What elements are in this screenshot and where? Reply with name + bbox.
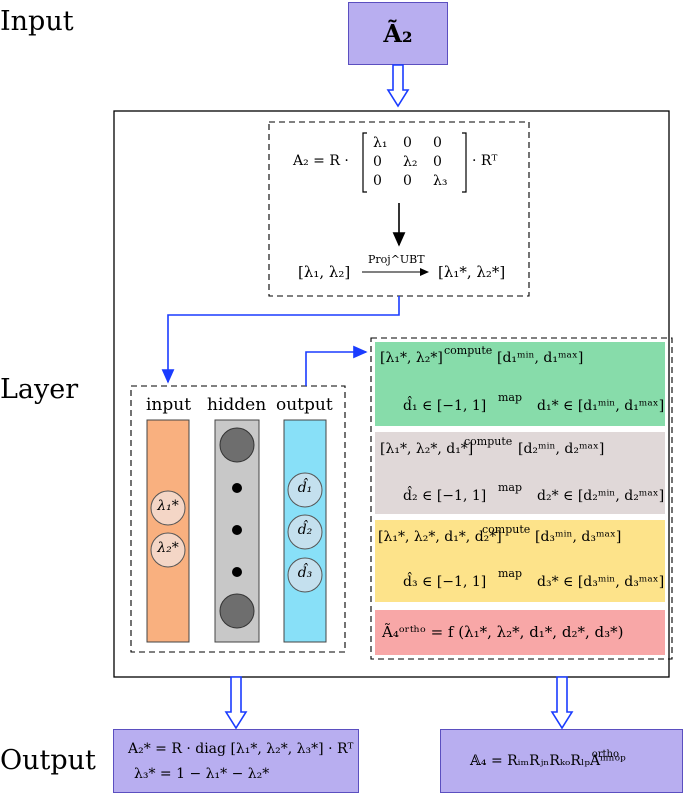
ortho-formula: Ã₄ᵒʳᵗʰᵒ = f (λ₁*, λ₂*, d₁*, d₂*, d₃*) (382, 623, 624, 641)
output-side-label: Output (0, 745, 96, 776)
input-neuron-1-label: λ₁* (157, 498, 179, 514)
blue-arrow-to-input (161, 296, 400, 384)
step1-line1-left: [λ₁*, λ₂*] (380, 350, 443, 366)
step3-line1-right: [d₃ᵐⁱⁿ, d₃ᵐᵃˣ] (535, 529, 622, 545)
network-output-title: output (276, 395, 333, 415)
layer-frame (113, 110, 670, 678)
step2-line2-op: map (498, 481, 523, 494)
network-input-title: input (146, 395, 192, 415)
output-right-sup: ortho (591, 748, 619, 760)
output-neuron-2 (287, 514, 323, 550)
matrix-cell: λ₁ (373, 135, 388, 151)
decomposition-rhs: · Rᵀ (472, 153, 498, 169)
step-1-panel (375, 342, 665, 426)
matrix-left-bracket (362, 132, 367, 193)
hollow-arrow-top (386, 64, 410, 108)
output-neuron-3 (287, 557, 323, 593)
step2-line1-right: [d₂ᵐⁱⁿ, d₂ᵐᵃˣ] (518, 441, 605, 457)
step3-line1-left: [λ₁*, λ₂*, d₁*, d₂*] (378, 529, 502, 545)
step1-line2-right: d₁* ∈ [d₁ᵐⁱⁿ, d₁ᵐᵃˣ] (537, 398, 665, 414)
input-neuron-2 (150, 532, 186, 568)
hidden-dot-3 (232, 567, 242, 577)
matrix-cell: 0 (403, 173, 412, 189)
matrix-cell: 0 (403, 135, 412, 151)
output-neuron-1 (287, 472, 323, 508)
step1-line2-op: map (498, 391, 523, 404)
hollow-arrow-bottom-right (550, 676, 574, 730)
step3-line2-left: d̂₃ ∈ [−1, 1] (403, 574, 487, 590)
matrix-right-bracket (462, 132, 467, 193)
step-2-panel (375, 432, 665, 514)
output-left-line2: λ₃* = 1 − λ₁* − λ₂* (134, 766, 270, 782)
output-left-line1: A₂* = R · diag [λ₁*, λ₂*, λ₃*] · Rᵀ (128, 741, 354, 757)
step1-line1-right: [d₁ᵐⁱⁿ, d₁ᵐᵃˣ] (497, 350, 584, 366)
hollow-arrow-bottom-left (224, 676, 248, 730)
hidden-neuron-top (219, 427, 255, 463)
hidden-neuron-bottom (219, 593, 255, 629)
matrix: λ₁ 0 0 0 λ₂ 0 0 0 λ₃ (373, 135, 461, 189)
hidden-dot-1 (232, 483, 242, 493)
ortho-panel (375, 610, 665, 655)
step2-line2-right: d₂* ∈ [d₂ᵐⁱⁿ, d₂ᵐᵃˣ] (537, 488, 665, 504)
step1-line2-left: d̂₁ ∈ [−1, 1] (403, 398, 487, 414)
projection-op: Proj^UBT (368, 253, 425, 266)
output-box-left: A₂* = R · diag [λ₁*, λ₂*, λ₃*] · Rᵀ λ₃* … (113, 729, 359, 793)
step2-line1-left: [λ₁*, λ₂*, d₁*] (380, 441, 474, 457)
projection-right: [λ₁*, λ₂*] (438, 263, 506, 281)
input-box-label: Ã₂ (383, 19, 413, 48)
matrix-cell: λ₂ (403, 154, 418, 170)
input-neuron-2-label: λ₂* (157, 540, 179, 556)
matrix-cell: λ₃ (433, 173, 448, 189)
output-right-formula: 𝔸₄ = RᵢₘRⱼₙRₖₒRₗₚAᵐⁿᵒᵖ (470, 753, 626, 769)
input-neuron-1 (150, 490, 186, 526)
blue-arrow-to-steps (305, 345, 368, 386)
matrix-grid: λ₁ 0 0 0 λ₂ 0 0 0 λ₃ (373, 135, 461, 189)
hidden-dot-2 (232, 525, 242, 535)
input-side-label: Input (0, 6, 74, 37)
decomposition-lhs: A₂ = R · (293, 153, 349, 169)
layer-side-label: Layer (0, 374, 79, 405)
step2-line2-left: d̂₂ ∈ [−1, 1] (403, 488, 487, 504)
matrix-cell: 0 (373, 154, 382, 170)
output-neuron-3-label: d̂₃ (297, 565, 313, 581)
step3-line1-op: compute (482, 523, 531, 536)
matrix-cell: 0 (433, 135, 442, 151)
matrix-cell: 0 (433, 154, 442, 170)
steps-box (370, 337, 673, 660)
network-hidden-title: hidden (207, 395, 267, 415)
matrix-cell: 0 (373, 173, 382, 189)
step2-line1-op: compute (464, 435, 513, 448)
step3-line2-right: d₃* ∈ [d₃ᵐⁱⁿ, d₃ᵐᵃˣ] (537, 574, 665, 590)
step3-line2-op: map (498, 567, 523, 580)
projection-left: [λ₁, λ₂] (298, 263, 351, 281)
output-neuron-1-label: d̂₁ (297, 480, 313, 496)
input-column (146, 419, 190, 643)
step-3-panel (375, 520, 665, 602)
step1-line1-op: compute (444, 344, 493, 357)
output-neuron-2-label: d̂₂ (297, 522, 313, 538)
